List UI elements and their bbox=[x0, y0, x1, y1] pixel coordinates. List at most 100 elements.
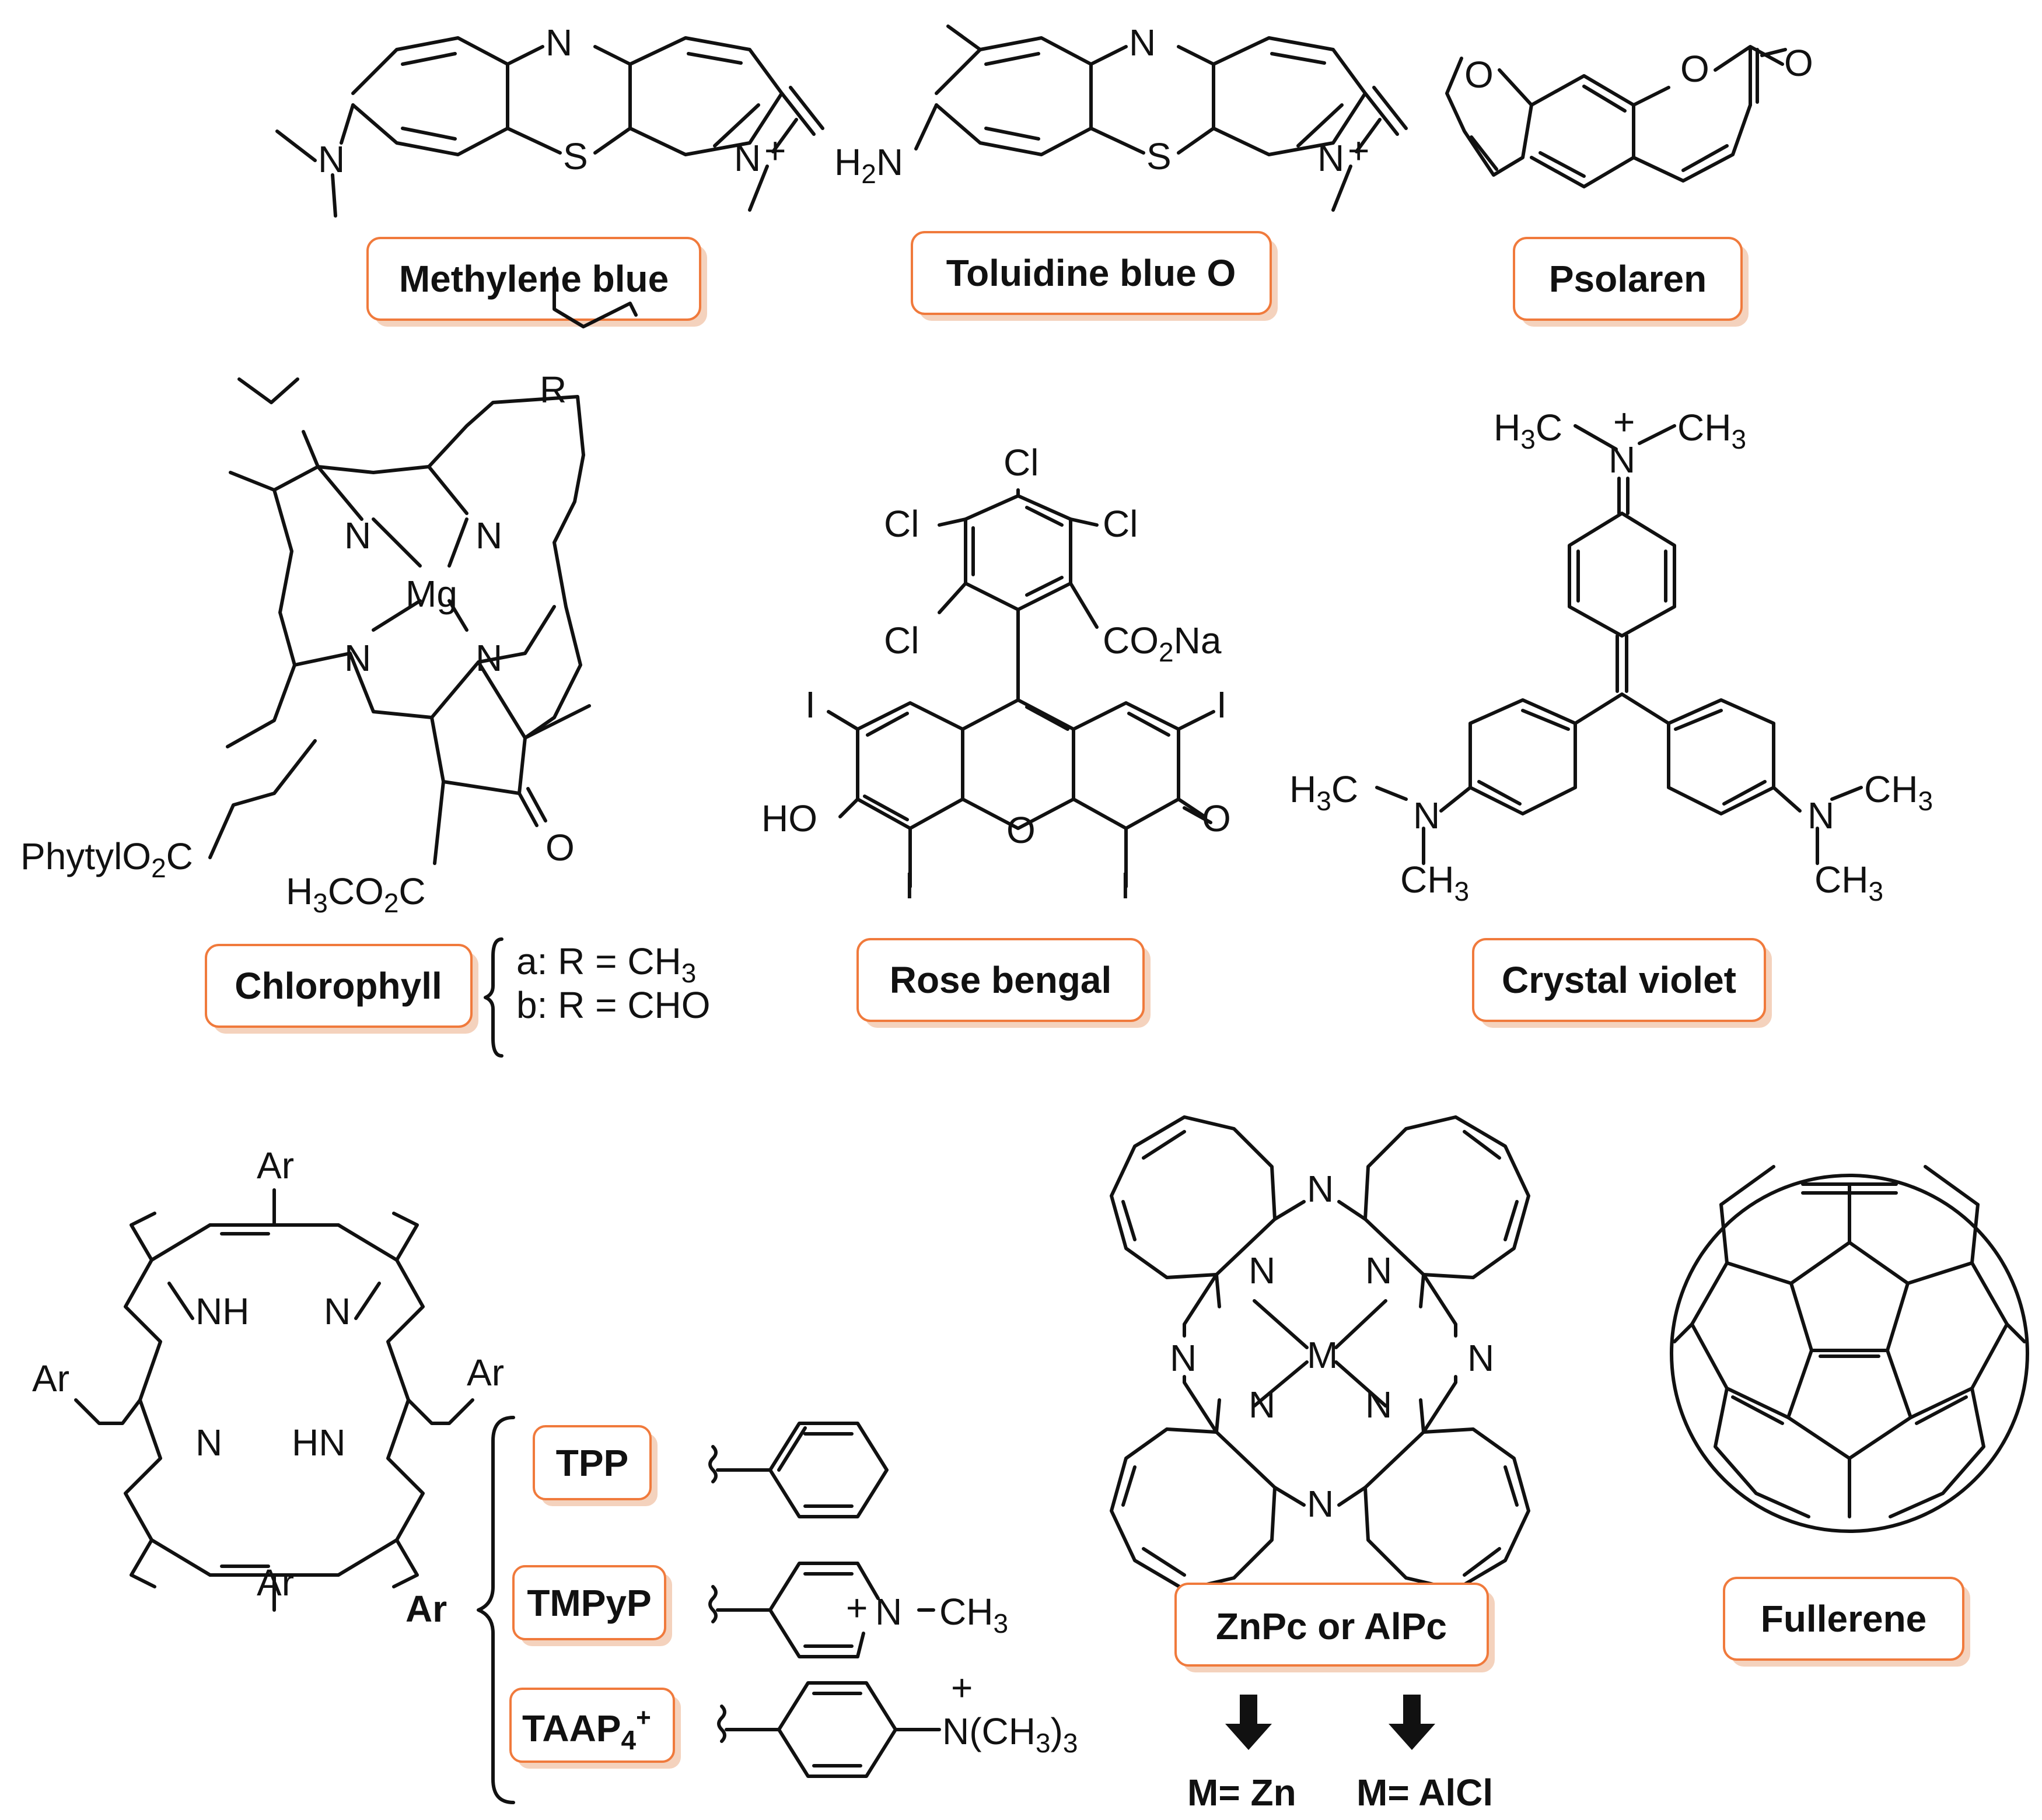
crystal-violet-label: Crystal violet bbox=[1502, 959, 1736, 1001]
rose-bengal-structure: Cl Cl Cl Cl CO2Na I I HO O O I I bbox=[761, 442, 1231, 907]
toluidine-blue-label: Toluidine blue O bbox=[946, 252, 1236, 294]
chlorophyll-variants: a: R = CH3 b: R = CHO bbox=[484, 937, 711, 1058]
crystal-violet-right-n: N bbox=[1807, 794, 1834, 836]
porphyrin-ar-top: Ar bbox=[257, 1144, 294, 1186]
chlorophyll-phytyl-ester: PhytylO2C bbox=[20, 835, 193, 883]
phthalocyanine-n-inner-tl: N bbox=[1249, 1250, 1275, 1292]
tpp-label: TPP bbox=[556, 1442, 628, 1484]
phthalocyanine-n-left: N bbox=[1170, 1337, 1197, 1379]
rose-bengal-i-lower-right: I bbox=[1120, 864, 1131, 907]
porphyrin-hn: HN bbox=[292, 1422, 345, 1464]
rose-bengal-i-upper-left: I bbox=[805, 684, 816, 726]
arrow-down-icon bbox=[1389, 1695, 1435, 1750]
toluidine-blue-label-box: Toluidine blue O bbox=[911, 231, 1278, 321]
tmpyp-n: N bbox=[875, 1591, 902, 1633]
porphyrin-structure: Ar Ar Ar Ar NH N N HN bbox=[32, 1144, 504, 1612]
methylene-blue-right-n: N bbox=[734, 137, 761, 179]
porphyrin-ar-bottom: Ar bbox=[257, 1562, 294, 1604]
psoralen-label-box: Psolaren bbox=[1513, 237, 1749, 327]
crystal-violet-top-n: N bbox=[1609, 439, 1635, 481]
taap4-charge: + bbox=[951, 1667, 973, 1709]
crystal-violet-methyl-rb: CH3 bbox=[1814, 859, 1883, 907]
methylene-blue-label: Methylene blue bbox=[399, 258, 669, 300]
chlorophyll-n1: N bbox=[344, 514, 371, 556]
toluidine-blue-right-n: N bbox=[1317, 137, 1344, 179]
chlorophyll-n4: N bbox=[475, 637, 502, 679]
taap4-ammonium: N(CH3)3 bbox=[942, 1710, 1078, 1758]
porphyrin-ar-right: Ar bbox=[467, 1352, 504, 1394]
fullerene-label: Fullerene bbox=[1761, 1598, 1927, 1640]
chlorophyll-r: R bbox=[540, 369, 567, 411]
toluidine-blue-structure: N S H2N N + bbox=[834, 22, 1408, 212]
rose-bengal-ring-o: O bbox=[1006, 809, 1036, 851]
psoralen-structure: O O O bbox=[1445, 42, 1813, 188]
porphyrin-ar-key: Ar bbox=[405, 1588, 447, 1630]
phthalocyanine-structure: N N N N N N N N M bbox=[1110, 1115, 1530, 1591]
chlorophyll-mg: Mg bbox=[405, 573, 457, 615]
crystal-violet-charge: + bbox=[1613, 401, 1635, 443]
phthalocyanine-n-inner-br: N bbox=[1365, 1384, 1392, 1426]
crystal-violet-methyl-lb: CH3 bbox=[1400, 859, 1469, 907]
chlorophyll-variant-a: a: R = CH3 bbox=[516, 940, 696, 988]
methylene-blue-charge: + bbox=[764, 130, 786, 172]
methylene-blue-left-n: N bbox=[318, 138, 345, 180]
rose-bengal-cl-upper-left: Cl bbox=[884, 503, 919, 545]
rose-bengal-i-upper-right: I bbox=[1216, 684, 1227, 726]
chlorophyll-variant-b: b: R = CHO bbox=[516, 984, 711, 1026]
phthalocyanine-n-inner-tr: N bbox=[1365, 1250, 1392, 1292]
methylene-blue-structure: N S N N + bbox=[275, 22, 824, 218]
chlorophyll-n2: N bbox=[475, 514, 502, 556]
tmpyp-methyl: CH3 bbox=[939, 1591, 1008, 1639]
rose-bengal-i-lower-left: I bbox=[904, 864, 915, 907]
crystal-violet-methyl-tr: CH3 bbox=[1677, 407, 1746, 454]
crystal-violet-structure: H3C N + CH3 H3C N CH3 N CH3 CH3 bbox=[1289, 401, 1933, 907]
tpp-label-box: TPP bbox=[533, 1425, 658, 1506]
porphyrin-variants: Ar TPP TMPyP + N CH3 TAAP4+ + N(CH3)3 bbox=[405, 1416, 1078, 1804]
tmpyp-charge: + bbox=[846, 1587, 868, 1629]
toluidine-blue-s: S bbox=[1146, 135, 1172, 177]
crystal-violet-methyl-tl: H3C bbox=[1494, 407, 1562, 454]
rose-bengal-label: Rose bengal bbox=[890, 959, 1112, 1001]
rose-bengal-cl-upper-right: Cl bbox=[1103, 503, 1138, 545]
methylene-blue-s: S bbox=[563, 135, 588, 177]
rose-bengal-hydroxyl: HO bbox=[761, 797, 817, 839]
phthalocyanine-metal-arrows: M= Zn M= AlCl bbox=[1187, 1695, 1493, 1814]
phthalocyanine-n-right: N bbox=[1467, 1337, 1494, 1379]
crystal-violet-methyl-ll: H3C bbox=[1289, 768, 1358, 816]
porphyrin-ar-left: Ar bbox=[32, 1357, 69, 1399]
toluidine-blue-amino: H2N bbox=[834, 141, 903, 189]
chlorophyll-ketone-o: O bbox=[546, 827, 575, 869]
metal-zn-label: M= Zn bbox=[1187, 1772, 1296, 1814]
psoralen-label: Psolaren bbox=[1549, 258, 1707, 300]
phthalocyanine-n-top: N bbox=[1307, 1168, 1334, 1210]
arrow-down-icon bbox=[1225, 1695, 1272, 1750]
fullerene-structure bbox=[1670, 1165, 2029, 1533]
porphyrin-nh: NH bbox=[195, 1290, 249, 1332]
porphyrin-n-lower: N bbox=[195, 1422, 222, 1464]
methylene-blue-ring-n: N bbox=[546, 22, 572, 64]
chlorophyll-methyl-ester: H3CO2C bbox=[286, 870, 426, 918]
tmpyp-label-box: TMPyP bbox=[512, 1565, 672, 1646]
phthalocyanine-n-bottom: N bbox=[1307, 1483, 1334, 1525]
rose-bengal-cl-lower-left: Cl bbox=[884, 620, 919, 662]
crystal-violet-left-n: N bbox=[1413, 794, 1440, 836]
fullerene-label-box: Fullerene bbox=[1723, 1577, 1970, 1667]
crystal-violet-methyl-rr: CH3 bbox=[1864, 768, 1933, 816]
rose-bengal-cl-top: Cl bbox=[1003, 442, 1039, 484]
toluidine-blue-charge: + bbox=[1348, 130, 1369, 172]
crystal-violet-label-box: Crystal violet bbox=[1472, 938, 1772, 1028]
chlorophyll-label-box: Chlorophyll bbox=[205, 944, 478, 1034]
phthalocyanine-metal: M bbox=[1307, 1334, 1338, 1376]
chlorophyll-n3: N bbox=[344, 637, 371, 679]
rose-bengal-ketone-o: O bbox=[1202, 797, 1231, 839]
methylene-blue-label-box: Methylene blue bbox=[366, 237, 707, 327]
rose-bengal-carboxylate: CO2Na bbox=[1103, 620, 1222, 667]
phthalocyanine-n-inner-bl: N bbox=[1249, 1384, 1275, 1426]
chlorophyll-label: Chlorophyll bbox=[235, 965, 442, 1007]
tmpyp-label: TMPyP bbox=[527, 1582, 651, 1624]
taap4-label-box: TAAP4+ bbox=[509, 1688, 681, 1769]
phthalocyanine-label-box: ZnPc or AlPc bbox=[1174, 1583, 1495, 1672]
metal-alcl-label: M= AlCl bbox=[1356, 1772, 1493, 1814]
phthalocyanine-label: ZnPc or AlPc bbox=[1216, 1605, 1447, 1647]
